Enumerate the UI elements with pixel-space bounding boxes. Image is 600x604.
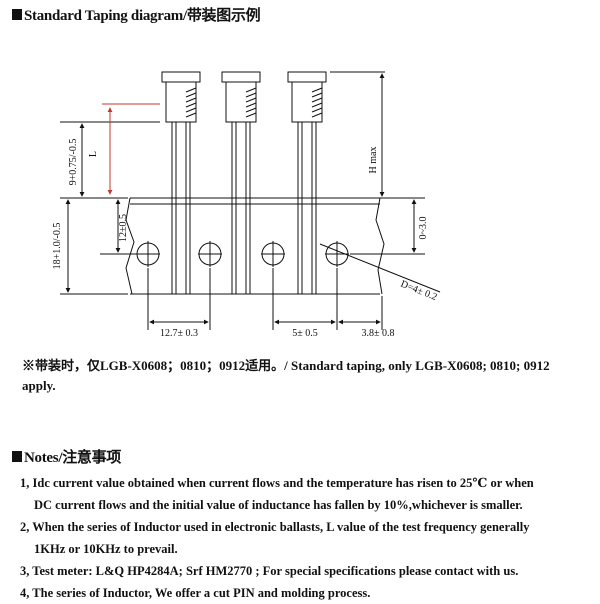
sprocket-holes: [136, 241, 349, 267]
dim-lead-upper: 9+0.75/-0.5: [68, 139, 79, 186]
taping-note-line2: apply.: [22, 378, 56, 393]
taping-note: ※带装时，仅LGB-X0608；0810；0912适用。/ Standard t…: [22, 356, 582, 396]
dim-lead-label: L: [88, 151, 99, 157]
dim-total-height: 18+1.0/-0.5: [52, 223, 63, 270]
taping-heading-text: Standard Taping diagram/带装图示例: [24, 8, 261, 24]
taping-section-heading: Standard Taping diagram/带装图示例: [12, 4, 261, 25]
carrier-tape: [125, 197, 385, 295]
note-2-line2: 1KHz or 10KHz to prevail.: [34, 542, 178, 556]
dim-edge: 3.8± 0.8: [362, 328, 395, 339]
notes-section-heading: Notes/注意事项: [12, 446, 121, 467]
note-2-line1: 2, When the series of Inductor used in e…: [20, 520, 530, 534]
notes-list: 1, Idc current value obtained when curre…: [20, 472, 590, 604]
dim-tape-width: 12±0.5: [118, 214, 129, 242]
taping-diagram: L 9+0.75/-0.5 18+1.0/-0.5 12±0.5 H max 0…: [52, 71, 441, 339]
inductor-component-2: [221, 71, 261, 294]
dim-pitch-first: 12.7± 0.3: [160, 328, 198, 339]
heading-square-icon: [12, 9, 22, 20]
inductor-component-1: [161, 71, 201, 294]
dim-h-max: H max: [368, 147, 379, 174]
notes-heading-text: Notes/注意事项: [24, 450, 121, 466]
inductor-component-3: [287, 71, 327, 294]
heading-square-icon: [12, 451, 22, 462]
note-3: 3, Test meter: L&Q HP4284A; Srf HM2770 ;…: [20, 564, 519, 578]
note-4: 4, The series of Inductor, We offer a cu…: [20, 586, 371, 600]
note-1-line2: DC current flows and the initial value o…: [34, 498, 523, 512]
l-dimension: [102, 103, 160, 195]
taping-note-line1: ※带装时，仅LGB-X0608；0810；0912适用。/ Standard t…: [22, 358, 550, 373]
dim-pitch: 5± 0.5: [292, 328, 318, 339]
dim-hole-diameter: D=4± 0.2: [399, 279, 439, 304]
note-1-line1: 1, Idc current value obtained when curre…: [20, 476, 534, 490]
dim-hole-offset: 0~3.0: [418, 217, 429, 240]
